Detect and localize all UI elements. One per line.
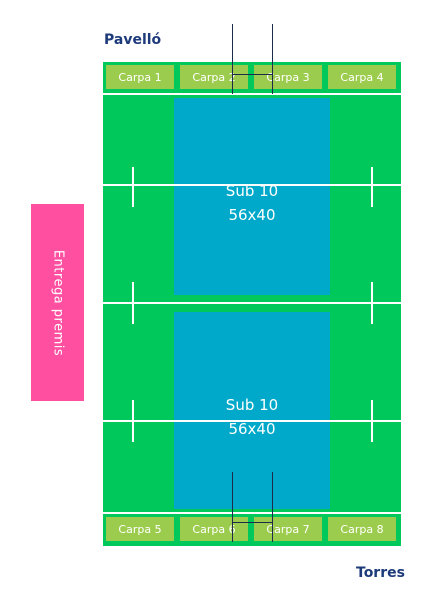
goal-crossbar-bottom	[232, 522, 273, 523]
goal-post-bottom-left	[232, 472, 233, 542]
tick-right-1	[371, 167, 373, 207]
carpa-7: Carpa 7	[254, 517, 322, 541]
top-boundary-line	[103, 93, 401, 95]
tick-left-3	[132, 400, 134, 442]
goal-post-bottom-right	[272, 472, 273, 542]
sports-field: Carpa 1 Carpa 2 Carpa 3 Carpa 4 Sub 10 5…	[103, 24, 401, 546]
field-midline	[103, 302, 401, 304]
goal-crossbar-top	[232, 74, 273, 75]
zone-2-category: Sub 10	[225, 396, 279, 414]
zone-1-size: 56x40	[228, 206, 276, 224]
carpa-strip-bottom: Carpa 5 Carpa 6 Carpa 7 Carpa 8	[103, 514, 401, 544]
tick-right-2	[371, 282, 373, 324]
tick-left-1	[132, 167, 134, 207]
carpa-1: Carpa 1	[106, 65, 174, 89]
carpa-3: Carpa 3	[254, 65, 322, 89]
pitch-zone-1: Sub 10 56x40	[174, 98, 330, 295]
carpa-6: Carpa 6	[180, 517, 248, 541]
carpa-strip-top: Carpa 1 Carpa 2 Carpa 3 Carpa 4	[103, 62, 401, 92]
goal-post-top-left	[232, 24, 233, 94]
bottom-boundary-line	[103, 512, 401, 514]
carpa-5: Carpa 5	[106, 517, 174, 541]
tick-left-2	[132, 282, 134, 324]
zone-2-size: 56x40	[228, 420, 276, 438]
field-line-2	[103, 420, 401, 422]
awards-area: Entrega premis	[31, 204, 84, 401]
tick-right-3	[371, 400, 373, 442]
carpa-4: Carpa 4	[328, 65, 396, 89]
goal-post-top-right	[272, 24, 273, 94]
awards-area-label: Entrega premis	[50, 249, 65, 356]
field-line-1	[103, 184, 401, 186]
top-location-label: Pavelló	[104, 32, 162, 48]
carpa-8: Carpa 8	[328, 517, 396, 541]
pitch-zone-2: Sub 10 56x40	[174, 312, 330, 509]
bottom-location-label: Torres	[356, 565, 405, 581]
zone-1-category: Sub 10	[225, 182, 279, 200]
carpa-2: Carpa 2	[180, 65, 248, 89]
